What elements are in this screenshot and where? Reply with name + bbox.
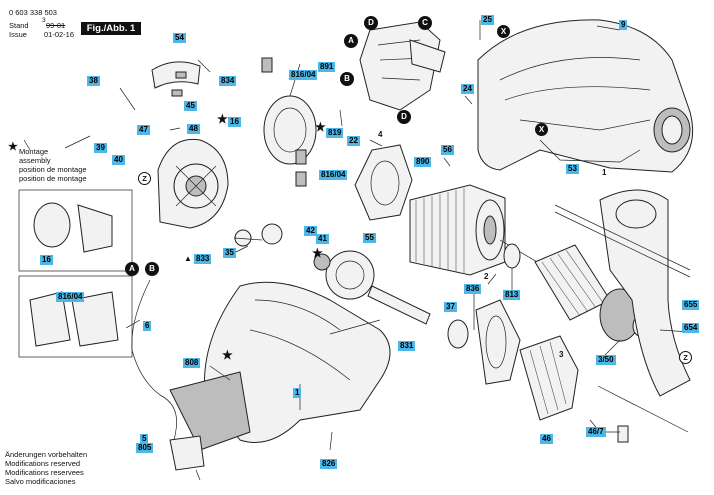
- marker-b-top: B: [340, 72, 354, 86]
- footer-line-1: Änderungen vorbehalten: [5, 450, 88, 459]
- marker-b-bottom: B: [145, 262, 159, 276]
- callout-1: 1: [293, 388, 302, 398]
- switch-part: [359, 21, 446, 111]
- callout-40: 40: [112, 155, 125, 165]
- issue-date: 01-02-16: [44, 30, 75, 39]
- callout-3-50: 3/50: [596, 355, 616, 365]
- chuck-part: [519, 335, 689, 443]
- marker-d-mid: D: [397, 110, 411, 124]
- montage-line-4: position de montage: [19, 174, 87, 183]
- callout-38: 38: [87, 76, 100, 86]
- callout-41: 41: [316, 234, 329, 244]
- main-housing-part: [169, 281, 391, 451]
- callout-834: 834: [219, 76, 237, 86]
- callout-816-04-mid: 816/04: [319, 170, 348, 180]
- inset-part-2: [29, 291, 119, 347]
- marker-a-bottom: A: [125, 262, 139, 276]
- marker-a-top: A: [344, 34, 358, 48]
- brush-holder-part: [261, 57, 317, 187]
- stand-value: 3: [42, 17, 46, 24]
- part-number: 0 603 338 503: [9, 8, 57, 17]
- callout-16-top: 16: [228, 117, 241, 127]
- callout-890: 890: [414, 157, 432, 167]
- callout-808: 808: [183, 358, 201, 368]
- montage-line-1: Montage: [19, 147, 49, 156]
- callout-24: 24: [461, 84, 474, 94]
- callout-9: 9: [619, 20, 628, 30]
- end-shield-part: [157, 138, 229, 229]
- montage-line-2: assembly: [19, 156, 51, 165]
- triangle-mark-833: ▲: [184, 254, 192, 263]
- callout-48: 48: [187, 124, 200, 134]
- callout-22: 22: [347, 136, 360, 146]
- callout-813: 813: [503, 290, 521, 300]
- callout-654: 654: [682, 323, 700, 333]
- montage-star: ★: [8, 141, 18, 153]
- callout-805: 805: [136, 443, 154, 453]
- footer-line-3: Modifications reservees: [5, 468, 84, 477]
- footer-line-2: Modifications reserved: [5, 459, 81, 468]
- montage-star-808: ★: [222, 348, 233, 362]
- callout-56: 56: [441, 145, 454, 155]
- callout-6: 6: [143, 321, 152, 331]
- callout-25: 25: [481, 15, 494, 25]
- housing-shell-part: [477, 19, 694, 173]
- label-4: 4: [378, 130, 383, 139]
- marker-x-mid: X: [535, 123, 548, 136]
- callout-16-inset: 16: [40, 255, 53, 265]
- marker-x-top: X: [497, 25, 510, 38]
- callout-46-7: 46/7: [586, 427, 606, 437]
- callout-37: 37: [444, 302, 457, 312]
- callout-54: 54: [173, 33, 186, 43]
- label-3: 3: [559, 350, 564, 359]
- montage-star-16: ★: [217, 112, 228, 126]
- gear-parts: [234, 223, 375, 300]
- callout-35: 35: [223, 248, 236, 258]
- callout-45: 45: [184, 101, 197, 111]
- gear-housing-part: [475, 299, 521, 385]
- montage-star-42: ★: [312, 246, 323, 260]
- spindle-part: [367, 285, 469, 349]
- callout-53: 53: [566, 164, 579, 174]
- marker-z-left: Z: [138, 172, 151, 185]
- marker-z-right: Z: [679, 351, 692, 364]
- cover-part: [151, 61, 201, 97]
- stand-label: Stand: [9, 21, 29, 30]
- montage-star-819: ★: [315, 120, 326, 134]
- callout-39: 39: [94, 143, 107, 153]
- stator-part: [409, 184, 506, 276]
- marker-c: C: [418, 16, 432, 30]
- marker-d-top: D: [364, 16, 378, 30]
- callout-46: 46: [540, 434, 553, 444]
- callout-655: 655: [682, 300, 700, 310]
- callout-831: 831: [398, 341, 416, 351]
- stand-old: 99-01: [46, 21, 66, 30]
- issue-label: Issue: [9, 30, 27, 39]
- callout-42: 42: [304, 226, 317, 236]
- footer-line-4: Salvo modificaciones: [5, 477, 76, 486]
- callout-891: 891: [318, 62, 336, 72]
- figure-label: Fig./Abb. 1: [81, 22, 141, 35]
- callout-836: 836: [464, 284, 482, 294]
- label-1: 1: [602, 168, 607, 177]
- inset-part-1: [33, 202, 113, 253]
- mains-cable-part: [131, 279, 205, 481]
- callout-833: 833: [194, 254, 212, 264]
- callout-826: 826: [320, 459, 338, 469]
- callout-47: 47: [137, 125, 150, 135]
- armature-part: [499, 239, 661, 342]
- brush-holder-right-part: [354, 144, 413, 221]
- callout-55: 55: [363, 233, 376, 243]
- callout-816-04-top: 816/04: [289, 70, 318, 80]
- callout-819: 819: [326, 128, 344, 138]
- callout-816-04-inset: 816/04: [56, 292, 85, 302]
- callout-5: 5: [140, 434, 149, 444]
- label-2: 2: [484, 272, 489, 281]
- montage-line-3: position de montage: [19, 165, 87, 174]
